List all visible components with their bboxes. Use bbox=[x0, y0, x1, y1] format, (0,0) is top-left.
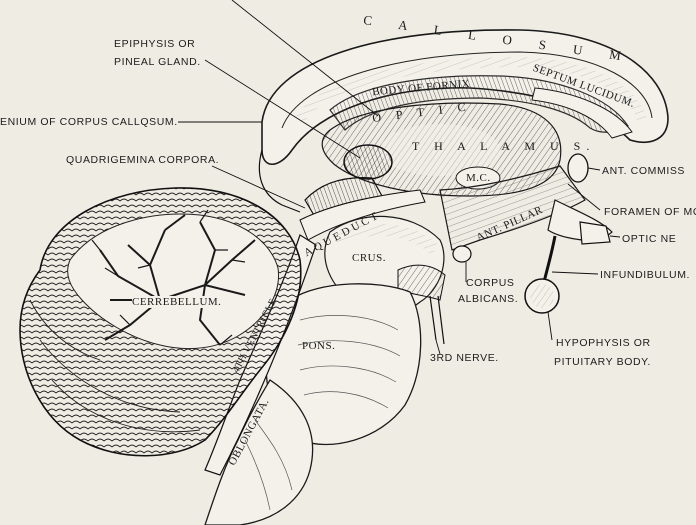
hypophysis-label-line1: HYPOPHYSIS OR bbox=[556, 337, 651, 349]
medulla-fibers bbox=[244, 419, 293, 511]
splenium-label: ENIUM OF CORPUS CALLQSUM. bbox=[0, 116, 178, 128]
septum-lucidum bbox=[531, 87, 633, 139]
leader-lines bbox=[178, 0, 621, 355]
aqueduct-channel bbox=[299, 189, 426, 241]
cerebellum-label: CERREBELLUM. bbox=[132, 296, 222, 308]
thalamus-label: T H A L A M U S. bbox=[412, 139, 596, 153]
anterior-commissure bbox=[567, 153, 589, 183]
ant-commissure-label: ANT. COMMISS bbox=[602, 165, 686, 177]
mc-label: M.C. bbox=[466, 172, 491, 184]
third-nerve-label: 3RD NERVE. bbox=[430, 352, 499, 364]
optic-nerve-shape bbox=[579, 221, 611, 245]
infundibulum-stalk bbox=[542, 235, 557, 283]
arbor-twigs bbox=[91, 209, 246, 346]
epiphysis-label-line1: EPIPHYSIS OR bbox=[114, 38, 196, 50]
callosum-fibers bbox=[295, 56, 647, 123]
hemisphere-edge bbox=[258, 149, 301, 213]
foramen-label: FORAMEN OF MO bbox=[604, 206, 696, 218]
corpus-albicans-label-line2: ALBICANS. bbox=[458, 293, 519, 305]
thalamus-highlight bbox=[380, 124, 500, 176]
corpus-callosum-inner-line bbox=[281, 51, 653, 129]
infundibulum-label: INFUNDIBULUM. bbox=[600, 269, 691, 281]
quadrigemina-label: QUADRIGEMINA CORPORA. bbox=[66, 154, 220, 166]
epiphysis-label-line2: PINEAL GLAND. bbox=[114, 56, 201, 68]
anterior-pillar-band bbox=[439, 165, 586, 251]
crus-fibers bbox=[331, 223, 440, 255]
pineal-gland bbox=[343, 144, 393, 180]
corpus-albicans bbox=[452, 245, 472, 263]
pons-label: PONS. bbox=[302, 340, 336, 352]
crus-label: CRUS. bbox=[352, 252, 386, 264]
optic-nerve-label: OPTIC NE bbox=[622, 233, 677, 245]
third-nerve-fibers bbox=[429, 295, 445, 345]
corpus-albicans-label-line1: CORPUS bbox=[466, 277, 515, 289]
cerebellum-folia-arcs bbox=[29, 299, 201, 433]
hypophysis-label-line2: PITUITARY BODY. bbox=[554, 356, 651, 368]
pons-fibers bbox=[297, 315, 401, 409]
